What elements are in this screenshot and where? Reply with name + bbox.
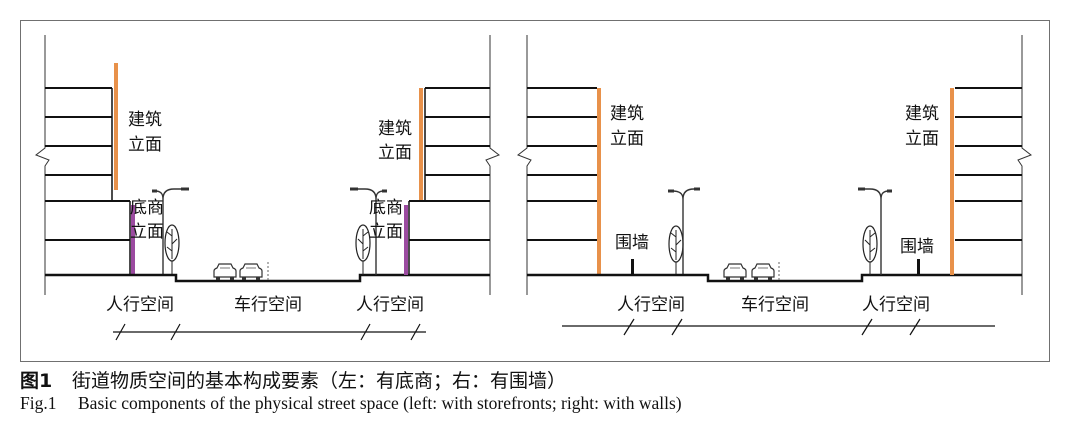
boundary-wall <box>631 259 634 275</box>
dimension-tick <box>170 323 181 341</box>
pedestrian-zone-label: 人行空间 <box>356 295 424 315</box>
car-body <box>723 263 747 278</box>
car <box>239 263 263 280</box>
storefront-facade-label: 底商 <box>130 198 164 218</box>
car <box>751 263 775 280</box>
building-facade-label: 立面 <box>905 129 939 149</box>
car-wheel <box>242 277 246 280</box>
right-building <box>950 87 1022 275</box>
vehicle-zone-label: 车行空间 <box>234 295 302 315</box>
street-tree <box>668 225 684 275</box>
street-lamp <box>668 187 700 275</box>
street-tree <box>862 225 878 275</box>
pedestrian-zone-label: 人行空间 <box>617 295 685 315</box>
wall-label: 围墙 <box>900 237 934 257</box>
car-wheel <box>230 277 234 280</box>
dimension-tick <box>410 323 421 341</box>
caption-zh-label: 图1 <box>20 370 53 392</box>
dimension-line <box>113 323 426 341</box>
building-facade-label: 建筑 <box>378 119 412 139</box>
section-boundary-left <box>34 35 50 295</box>
dimension-tick <box>671 318 683 336</box>
vehicle-zone-label: 车行空间 <box>741 295 809 315</box>
caption-zh: 图1 街道物质空间的基本构成要素（左：有底商；右：有围墙） <box>20 370 566 392</box>
section-boundary-right <box>485 35 501 295</box>
dimension-tick <box>623 318 635 336</box>
dimension-tick <box>360 323 371 341</box>
street-tree <box>355 224 371 275</box>
figure-frame <box>20 20 1050 362</box>
left-panel-storefront-section: 建筑 立面 底商 立面 <box>34 35 501 341</box>
building-facade-label: 建筑 <box>128 110 162 130</box>
caption-zh-text: 街道物质空间的基本构成要素（左：有底商；右：有围墙） <box>72 370 567 392</box>
podium-floor-lines <box>409 200 490 241</box>
street-lamp <box>350 187 387 275</box>
car-body <box>239 263 263 278</box>
street-tree <box>164 224 180 275</box>
building-facade-label: 建筑 <box>610 104 644 124</box>
pedestrian-zone-label: 人行空间 <box>106 295 174 315</box>
dimension-tick <box>115 323 126 341</box>
storefront-facade-label: 底商 <box>369 198 403 218</box>
car-wheel <box>256 277 260 280</box>
street-section-figure: 建筑 立面 底商 立面 <box>20 20 1050 362</box>
right-building <box>404 87 490 275</box>
dimension-line <box>562 318 995 336</box>
car-body <box>751 263 775 278</box>
caption-en-text: Basic components of the physical street … <box>78 393 682 413</box>
ground-line <box>527 273 1022 283</box>
building-facade-label: 立面 <box>378 143 412 163</box>
dimension-tick <box>861 318 873 336</box>
left-building <box>45 63 135 275</box>
building-facade-label: 立面 <box>128 135 162 155</box>
boundary-wall <box>917 259 920 275</box>
building-floor-lines <box>955 87 1022 241</box>
building-floor-lines <box>45 87 112 176</box>
right-panel-wall-section: 建筑 立面 围墙 <box>516 35 1033 336</box>
building-facade-label: 立面 <box>610 129 644 149</box>
car-wheel <box>768 277 772 280</box>
street-lamp <box>858 187 892 275</box>
tree-branches <box>166 229 178 259</box>
left-building <box>527 87 601 275</box>
car <box>213 263 237 280</box>
podium-floor-lines <box>45 200 130 241</box>
tree-branches <box>864 230 876 260</box>
car-body <box>213 263 237 278</box>
car <box>723 263 747 280</box>
pedestrian-zone-label: 人行空间 <box>862 295 930 315</box>
car-wheel <box>216 277 220 280</box>
tree-branches <box>357 229 369 259</box>
tree-branches <box>670 230 682 260</box>
storefront-facade-label: 立面 <box>369 222 403 242</box>
building-floor-lines <box>527 87 597 241</box>
section-boundary-left <box>516 35 532 295</box>
building-facade-label: 建筑 <box>905 104 939 124</box>
wall-label: 围墙 <box>615 233 649 253</box>
caption-en: Fig.1 Basic components of the physical st… <box>20 393 682 413</box>
ground-line <box>45 273 490 283</box>
car-wheel <box>740 277 744 280</box>
street-lamp <box>152 187 189 275</box>
storefront-facade-label: 立面 <box>130 222 164 242</box>
caption-en-label: Fig.1 <box>20 393 57 413</box>
car-wheel <box>754 277 758 280</box>
building-floor-lines <box>425 87 490 176</box>
dimension-tick <box>909 318 921 336</box>
car-wheel <box>726 277 730 280</box>
section-boundary-right <box>1017 35 1033 295</box>
